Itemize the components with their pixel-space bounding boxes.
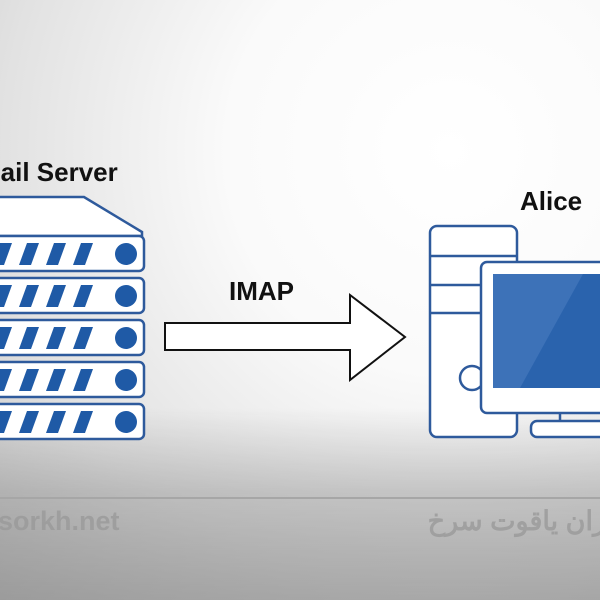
rack-unit xyxy=(0,402,146,441)
rack-unit xyxy=(0,234,146,273)
server-label: Mail Server xyxy=(0,157,118,187)
footer-divider xyxy=(0,497,600,499)
desktop-computer-icon xyxy=(428,224,600,439)
mail-server-icon xyxy=(0,195,146,441)
watermark-name: ران یاقوت سرخ xyxy=(427,506,600,536)
imap-arrow xyxy=(164,292,407,383)
protocol-label: IMAP xyxy=(229,276,294,306)
rack-unit xyxy=(0,276,146,315)
rack-unit xyxy=(0,318,146,357)
watermark-domain: sorkh.net xyxy=(0,506,120,536)
client-label: Alice xyxy=(520,186,583,216)
rack-unit xyxy=(0,360,146,399)
